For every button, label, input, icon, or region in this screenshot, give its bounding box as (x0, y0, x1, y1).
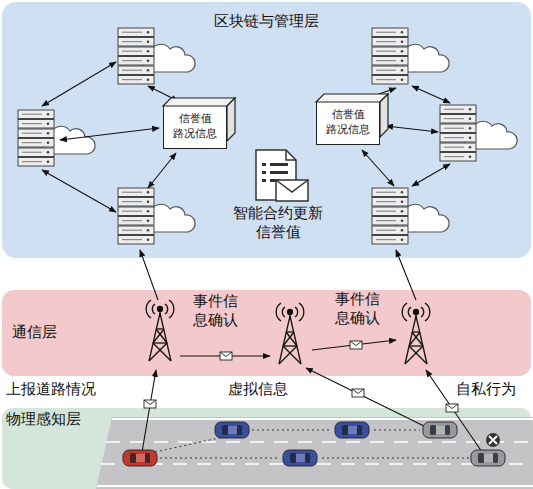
box-3d-top (163, 97, 237, 107)
tower-group (146, 300, 430, 364)
box-3d-top (316, 93, 390, 103)
box-text: 路况信息 (173, 127, 217, 142)
ledger-box: 信誉值路况信息 (316, 101, 380, 145)
car-group (123, 422, 505, 466)
flow-label: 虚拟信息 (228, 380, 298, 399)
blockchain-links (42, 62, 450, 212)
box-text: 信誉值 (332, 108, 365, 123)
ledger-box: 信誉值路况信息 (163, 105, 227, 149)
edge-note: 事件信息确认 (190, 292, 240, 330)
smart-contract-icon (256, 150, 308, 201)
contract-label: 智能合约更新信誉值 (228, 204, 328, 242)
fault-mark (486, 433, 500, 447)
envelope-group (144, 341, 458, 412)
message-lines (142, 340, 482, 452)
box-text: 路况信息 (326, 123, 370, 138)
layer-title: 区块链与管理层 (2, 12, 531, 31)
flow-label: 上报道路情况 (6, 380, 116, 399)
uplink-lines (140, 250, 416, 300)
box-text: 信誉值 (179, 112, 212, 127)
layer-band: 通信层 (2, 290, 531, 376)
road (96, 417, 533, 489)
layer-title: 物理感知层 (6, 410, 106, 429)
server-group (18, 28, 517, 244)
flow-label: 自私行为 (456, 380, 530, 399)
layer-title: 通信层 (12, 323, 92, 342)
edge-note: 事件信息确认 (332, 290, 382, 328)
